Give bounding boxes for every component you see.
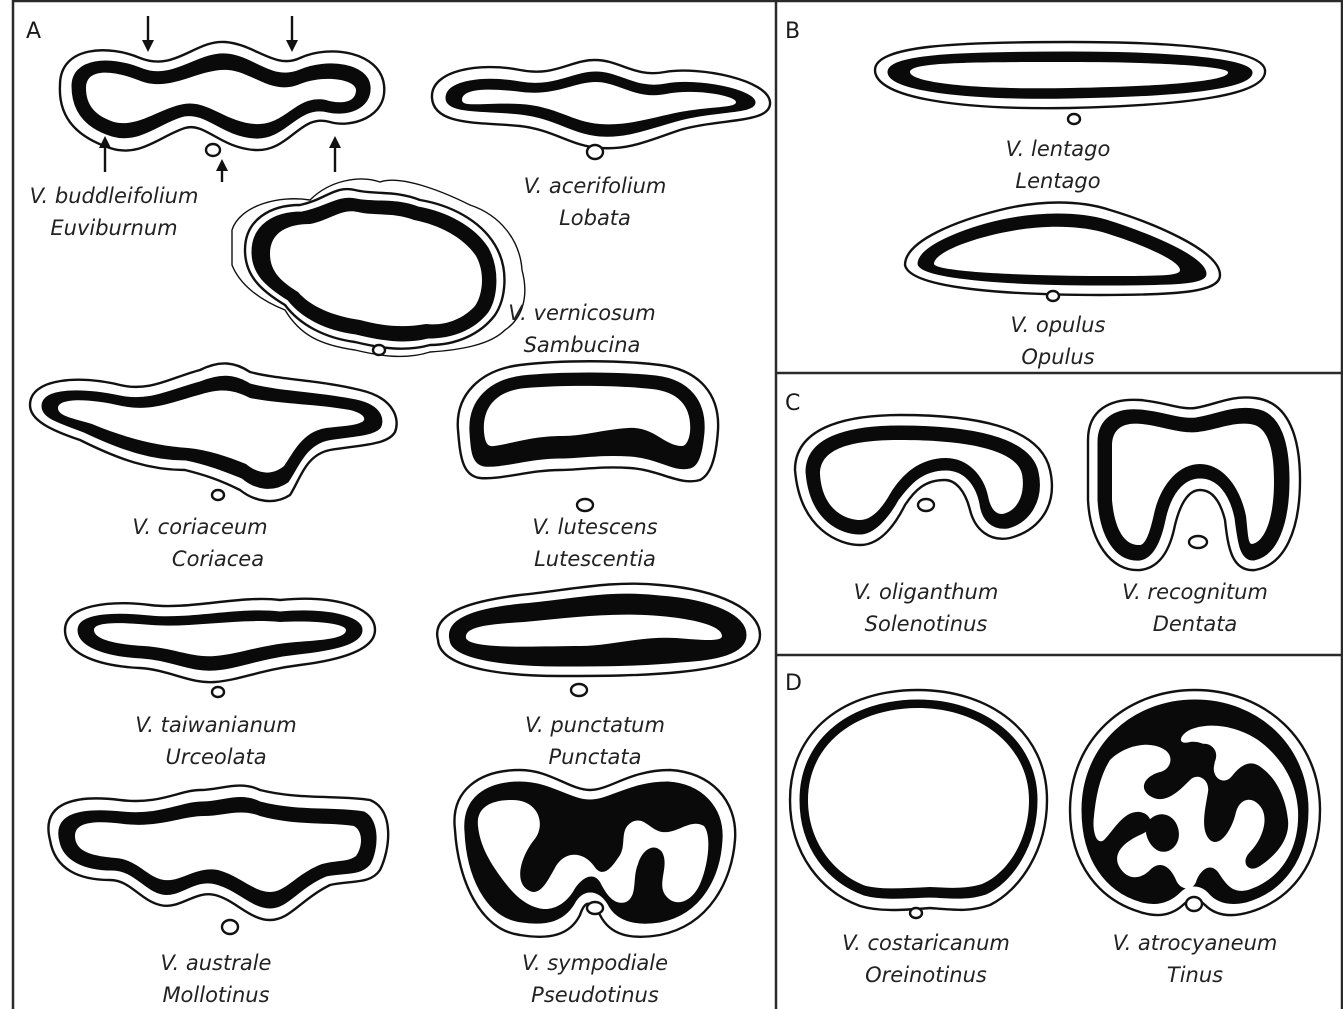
- species-label: V. vernicosum: [508, 301, 656, 325]
- section-label: Punctata: [548, 745, 641, 769]
- section-label: Tinus: [1167, 963, 1223, 987]
- section-costaricanum: V. costaricanum Oreinotinus: [790, 690, 1047, 987]
- panel-label-a: A: [26, 19, 41, 44]
- species-label: V. taiwanianum: [135, 713, 296, 737]
- section-label: Euviburnum: [50, 216, 177, 240]
- species-label: V. lentago: [1006, 137, 1111, 161]
- section-label: Lentago: [1015, 169, 1100, 193]
- section-label: Urceolata: [165, 745, 266, 769]
- section-label: Sambucina: [524, 333, 641, 357]
- section-label: Solenotinus: [865, 612, 988, 636]
- panel-label-d: D: [785, 671, 802, 696]
- species-label: V. buddleifolium: [30, 184, 199, 208]
- section-lentago: V. lentago Lentago: [875, 42, 1265, 193]
- section-label: Opulus: [1021, 345, 1094, 369]
- section-coriaceum: V. coriaceum Coriacea: [30, 363, 397, 571]
- section-label: Lutescentia: [534, 547, 656, 571]
- section-punctatum: V. punctatum Punctata: [437, 584, 760, 769]
- species-label: V. coriaceum: [132, 515, 267, 539]
- section-label: Pseudotinus: [531, 983, 659, 1007]
- section-label: Dentata: [1153, 612, 1238, 636]
- section-label: Coriacea: [172, 547, 264, 571]
- section-oliganthum: V. oliganthum Solenotinus: [795, 415, 1052, 636]
- section-label: Lobata: [559, 206, 631, 230]
- species-label: V. punctatum: [525, 713, 665, 737]
- species-label: V. costaricanum: [842, 931, 1010, 955]
- species-label: V. oliganthum: [854, 580, 999, 604]
- section-atrocyaneum: V. atrocyaneum Tinus: [1070, 690, 1320, 987]
- section-label: Mollotinus: [162, 983, 269, 1007]
- species-label: V. lutescens: [532, 515, 657, 539]
- panel-label-b: B: [785, 19, 800, 44]
- section-opulus: V. opulus Opulus: [905, 203, 1220, 370]
- section-lutescens: V. lutescens Lutescentia: [458, 361, 718, 571]
- section-australe: V. australe Mollotinus: [48, 786, 388, 1007]
- species-label: V. opulus: [1011, 313, 1106, 337]
- panel-label-c: C: [785, 391, 800, 416]
- section-acerifolium: V. acerifolium Lobata: [432, 60, 770, 230]
- section-label: Oreinotinus: [865, 963, 987, 987]
- section-sympodiale: V. sympodiale Pseudotinus: [454, 770, 735, 1007]
- species-label: V. atrocyaneum: [1113, 931, 1278, 955]
- section-recognitum: V. recognitum Dentata: [1088, 397, 1300, 636]
- species-label: V. recognitum: [1122, 580, 1268, 604]
- species-label: V. acerifolium: [524, 174, 667, 198]
- species-label: V. australe: [161, 951, 272, 975]
- section-taiwanianum: V. taiwanianum Urceolata: [65, 599, 375, 769]
- species-label: V. sympodiale: [522, 951, 668, 975]
